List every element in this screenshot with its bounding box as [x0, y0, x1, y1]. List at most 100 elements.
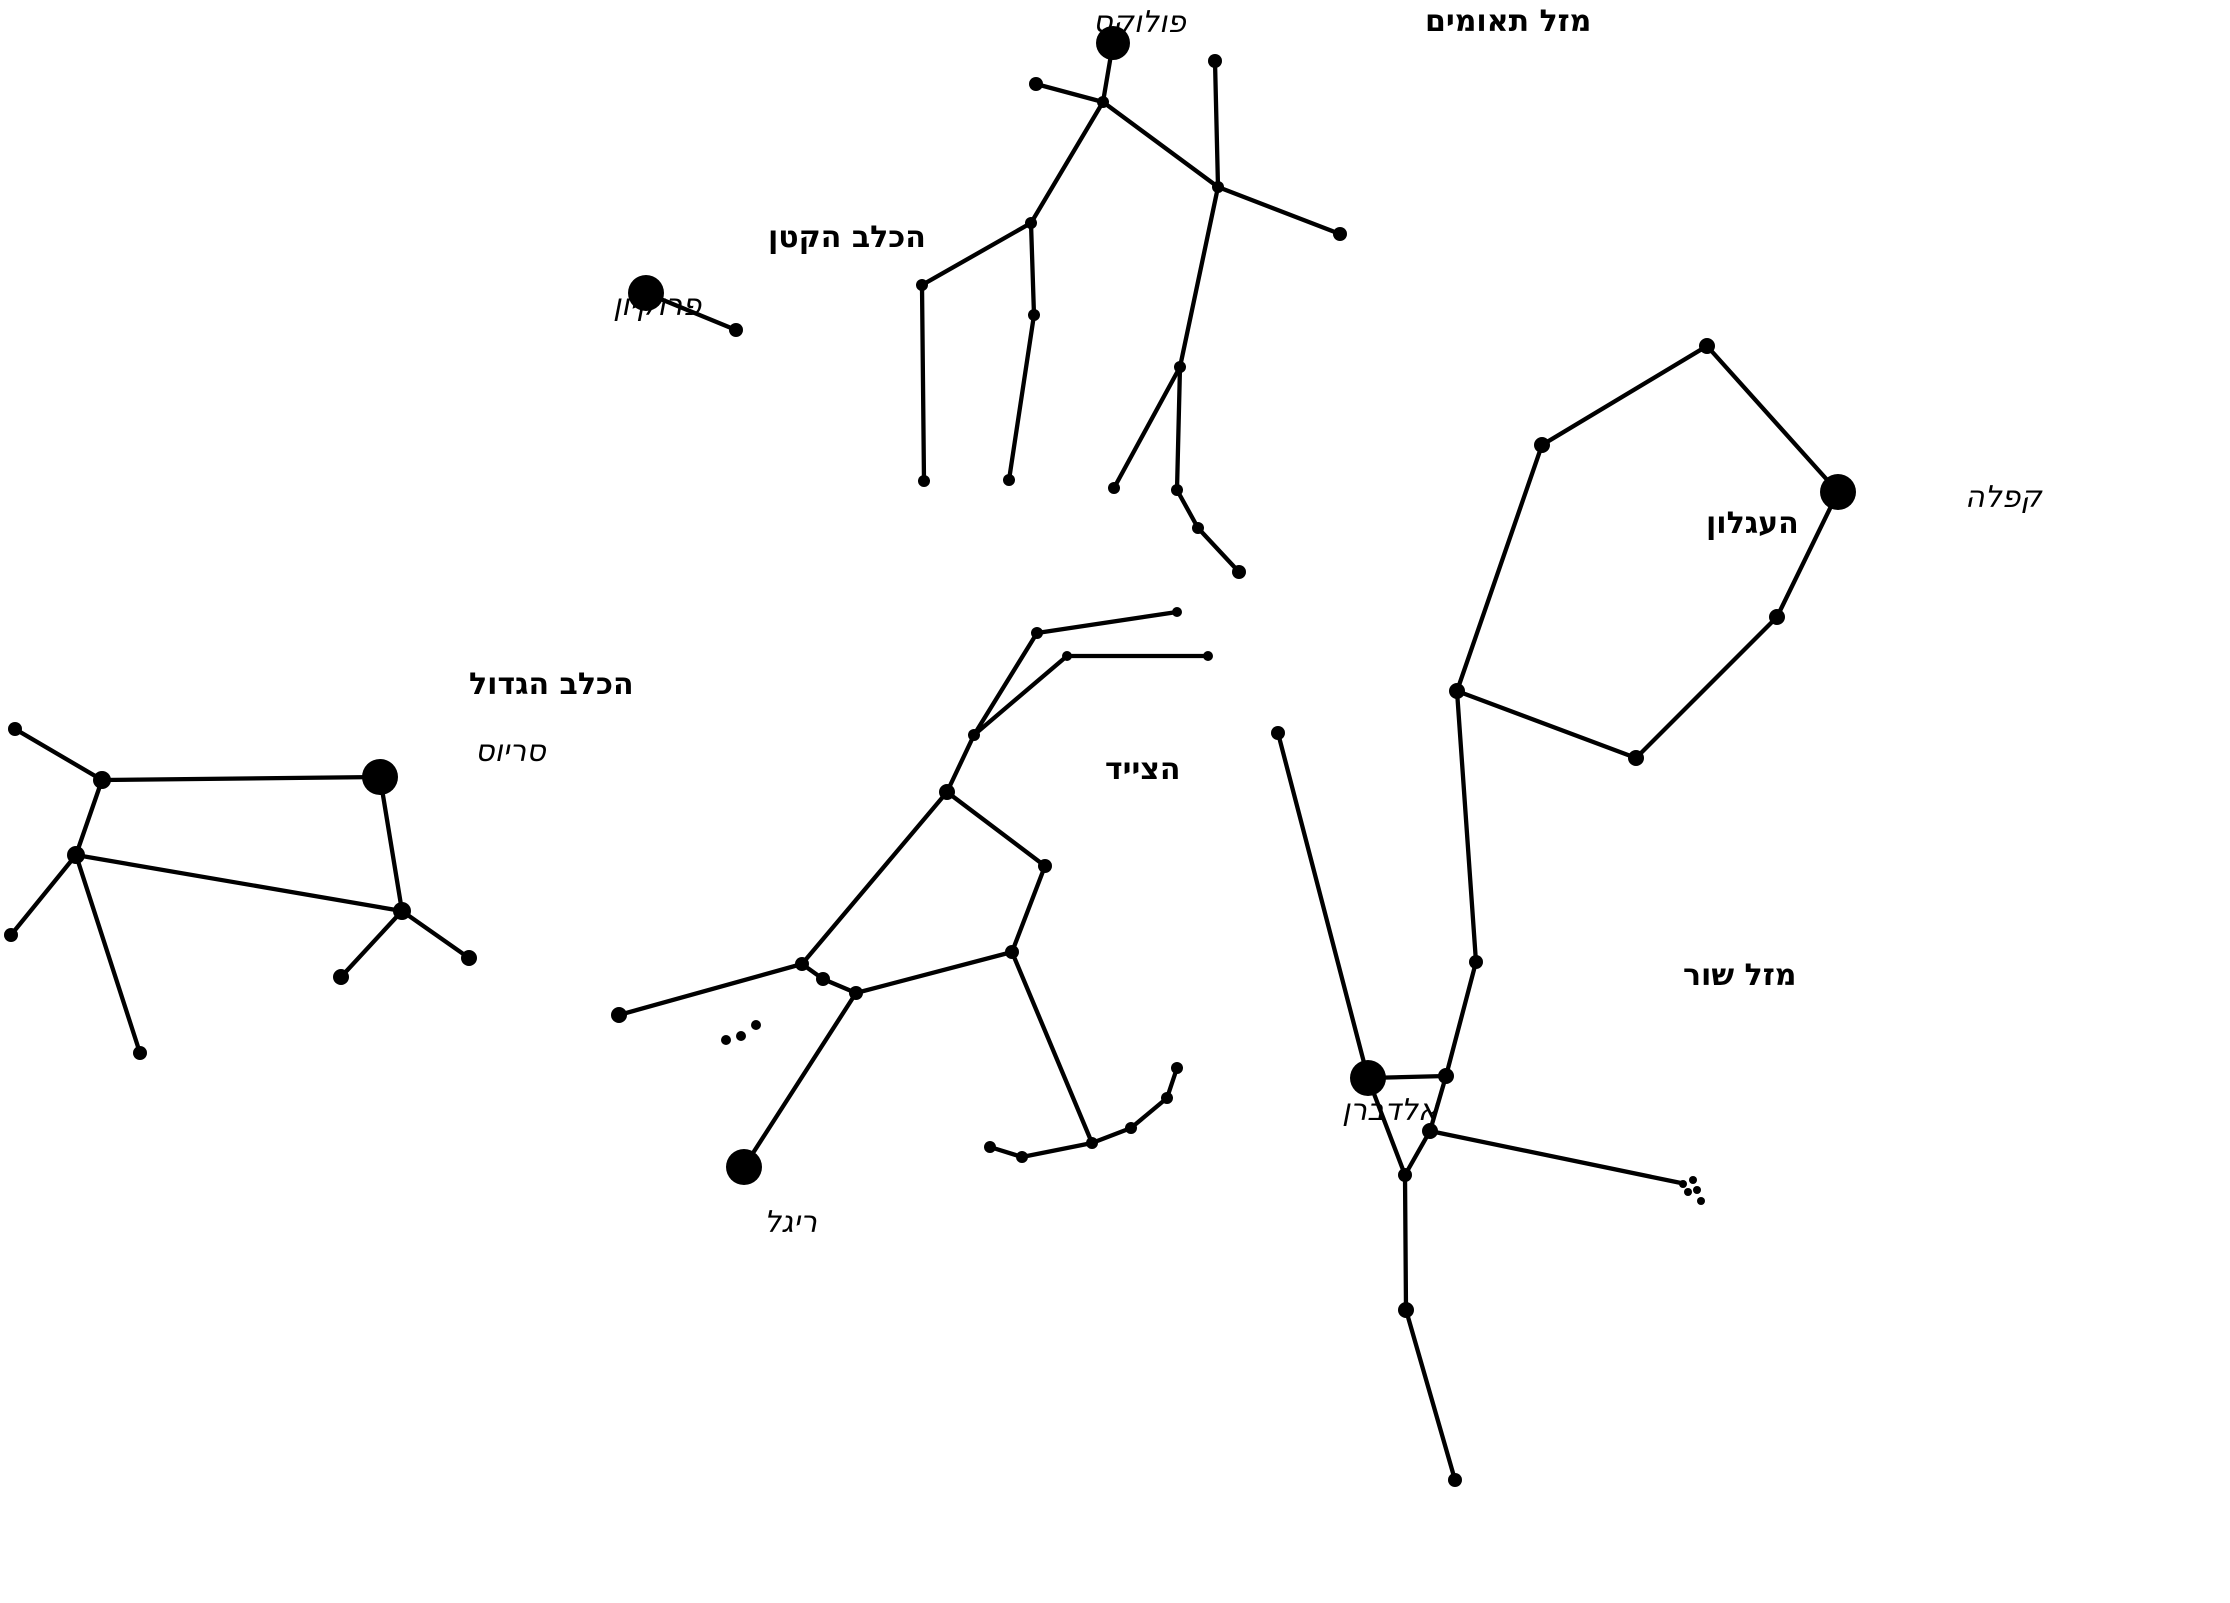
- gemini-line: [919, 282, 927, 484]
- canis-major-line: [73, 777, 105, 858]
- label-canis-major: הכלב הגדול: [469, 667, 634, 702]
- star: [93, 771, 111, 789]
- star: [1108, 482, 1120, 494]
- orion-line: [799, 789, 950, 967]
- star-capella: [1820, 474, 1856, 510]
- star: [1333, 227, 1347, 241]
- star: [984, 1141, 996, 1153]
- gemini-line: [1033, 81, 1106, 105]
- star: [1212, 181, 1224, 193]
- canis-major-line: [338, 908, 405, 980]
- star: [4, 928, 18, 942]
- canis-major-line: [377, 774, 405, 914]
- star: [795, 957, 809, 971]
- orion-line: [616, 961, 805, 1018]
- star: [1062, 651, 1072, 661]
- star: [1232, 565, 1246, 579]
- constellation-gemini: [916, 26, 1347, 579]
- star: [918, 475, 930, 487]
- gemini-line: [1100, 99, 1221, 190]
- orion-line: [944, 732, 977, 795]
- label-canis-minor: הכלב הקטן: [768, 220, 926, 255]
- auriga-line: [1539, 343, 1710, 448]
- orion-line: [853, 949, 1015, 996]
- star: [1161, 1092, 1173, 1104]
- taurus-line: [1454, 688, 1479, 965]
- star: [1125, 1122, 1137, 1134]
- star-sword: [736, 1031, 746, 1041]
- star: [1028, 309, 1040, 321]
- taurus-line: [1402, 1172, 1409, 1313]
- orion-line: [741, 990, 859, 1170]
- label-auriga: העגלון: [1706, 506, 1799, 541]
- orion-line: [1034, 609, 1180, 636]
- taurus-line: [1275, 730, 1371, 1081]
- star: [8, 722, 22, 736]
- constellation-taurus: [1271, 688, 1705, 1487]
- orion-line: [971, 630, 1040, 738]
- star: [1628, 750, 1644, 766]
- gemini-line: [1215, 184, 1343, 237]
- orion-line: [1089, 1125, 1134, 1146]
- orion-line: [971, 653, 1070, 738]
- star: [1699, 338, 1715, 354]
- star: [1203, 651, 1213, 661]
- canis-major-line: [399, 908, 472, 961]
- label-capella: קפלה: [1965, 480, 2043, 515]
- star: [1005, 945, 1019, 959]
- star: [1031, 627, 1043, 639]
- star: [1172, 607, 1182, 617]
- star-sirius: [362, 759, 398, 795]
- gemini-line: [1212, 58, 1221, 190]
- gemini-line: [1177, 184, 1221, 370]
- star-pleiades: [1693, 1186, 1701, 1194]
- auriga-line: [1704, 343, 1841, 495]
- star: [1025, 217, 1037, 229]
- star-pleiades: [1684, 1188, 1692, 1196]
- orion-line: [1128, 1095, 1170, 1131]
- auriga-line: [1633, 614, 1780, 761]
- star: [611, 1007, 627, 1023]
- star: [1038, 859, 1052, 873]
- gemini-line: [1006, 312, 1037, 483]
- orion-line: [1009, 863, 1048, 955]
- star: [1769, 609, 1785, 625]
- canis-major-line: [99, 774, 383, 783]
- constellation-auriga: [1449, 338, 1856, 766]
- star: [333, 969, 349, 985]
- star: [1534, 437, 1550, 453]
- canis-major-line: [12, 726, 105, 783]
- canis-major-line: [8, 852, 79, 938]
- gemini-line: [1028, 99, 1106, 226]
- star: [729, 323, 743, 337]
- gemini-line: [1195, 525, 1242, 575]
- star-rigel: [726, 1149, 762, 1185]
- star: [1097, 96, 1109, 108]
- star-pleiades: [1689, 1176, 1697, 1184]
- orion-line: [1019, 1140, 1095, 1160]
- label-orion: הצייד: [1105, 752, 1181, 787]
- star-pleiades: [1697, 1197, 1705, 1205]
- label-taurus: מזל שור: [1683, 958, 1796, 993]
- star: [1271, 726, 1285, 740]
- taurus-line: [1402, 1128, 1433, 1178]
- star-procyon: [628, 275, 664, 311]
- star: [1171, 1062, 1183, 1074]
- orion-line: [944, 789, 1048, 869]
- auriga-line: [1774, 489, 1841, 620]
- gemini-line: [1028, 220, 1037, 318]
- star: [1448, 1473, 1462, 1487]
- star: [1398, 1168, 1412, 1182]
- constellation-canis-minor: [628, 275, 743, 337]
- label-gemini: מזל תאומים: [1425, 4, 1591, 39]
- star: [1208, 54, 1222, 68]
- star-sword: [721, 1035, 731, 1045]
- gemini-line: [1111, 364, 1183, 491]
- star: [1174, 361, 1186, 373]
- auriga-line: [1454, 442, 1545, 694]
- star-pollux: [1096, 26, 1130, 60]
- star: [1029, 77, 1043, 91]
- star: [849, 986, 863, 1000]
- constellation-canis-major: [4, 722, 477, 1060]
